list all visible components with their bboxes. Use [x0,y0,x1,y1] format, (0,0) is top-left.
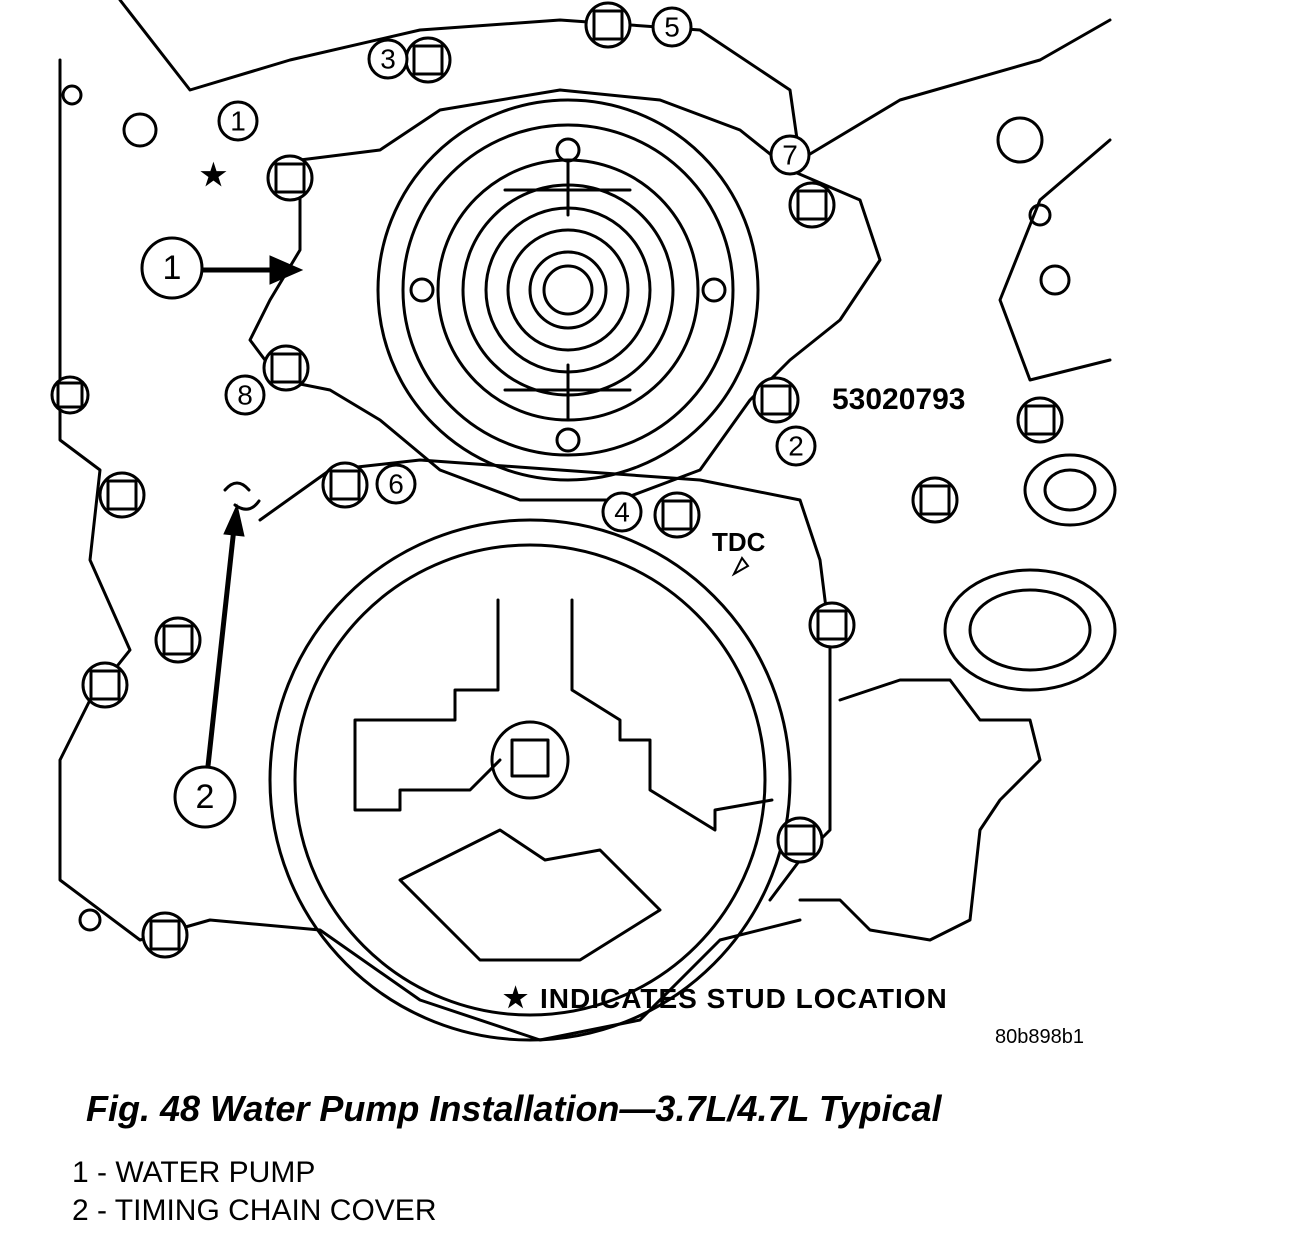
bolt [776,816,824,864]
timing-cover-outline [258,458,832,902]
bolt [752,376,800,424]
timing-cover-arrow [205,527,237,767]
water-pump-arrowhead [269,255,304,285]
callout-circle-bolt-5 [651,6,693,48]
bolt [321,461,369,509]
bolt [154,616,202,664]
callout-bolt-2: 2 [788,431,804,462]
mount-hole [1039,264,1071,296]
callout-circle-timing-cover [173,765,237,829]
image-code-label: 80b898b1 [995,1026,1084,1048]
callout-circle-bolt-8 [224,374,266,416]
legend-item-timing-chain-cover: 2 - TIMING CHAIN COVER [72,1194,437,1227]
callout-timing-cover: 2 [196,778,215,816]
bolt [141,911,189,959]
timing-cover-arrowhead [223,503,245,537]
mount-hole [996,116,1044,164]
callout-bolt-3: 3 [380,44,396,75]
tdc-label: TDC [712,527,766,557]
callout-bolt-6: 6 [388,469,404,500]
callout-circle-bolt-3 [367,38,409,80]
mount-hole [1028,203,1052,227]
figure-caption: Fig. 48 Water Pump Installation—3.7L/4.7… [86,1088,942,1129]
callout-circle-bolt-2 [775,425,817,467]
stud-star-marker: ★ [200,159,227,192]
cover-mark [223,481,261,511]
callout-circle-bolt-4 [601,491,643,533]
bolt [1016,396,1064,444]
sensor-bracket [798,678,1042,942]
part-number-label: 53020793 [832,383,965,416]
legend: 1 - WATER PUMP 2 - TIMING CHAIN COVER [72,1154,436,1230]
bolt [50,375,90,415]
legend-item-water-pump: 1 - WATER PUMP [72,1156,316,1189]
stud-note-star: ★ [503,982,528,1013]
engine-block-outline [58,0,1112,1042]
bolt [404,36,452,84]
callout-bolt-4: 4 [614,497,630,528]
callout-water-pump: 1 [163,249,182,287]
tdc-mark [731,556,750,577]
callout-circle-water-pump-mark [217,100,259,142]
water-pump-pulley [376,98,760,482]
callout-bolt-7: 7 [782,140,798,171]
bolt [81,661,129,709]
bolt [788,181,836,229]
callout-circle-water-pump [140,236,204,300]
mount-hole [122,112,158,148]
bolt [262,344,310,392]
mount-hole [78,908,102,932]
callout-bolt-5: 5 [664,12,680,43]
water-pump-diagram: ★ 1 1 2 2 3 4 5 6 7 8 53020793 TDC ★ IND… [50,0,1117,1048]
bolt [584,1,632,49]
mount-hole [61,84,83,106]
stud-note-label: INDICATES STUD LOCATION [540,983,948,1014]
bolt [98,471,146,519]
callout-circle-bolt-6 [375,463,417,505]
bolt [266,154,314,202]
crankshaft-damper [268,518,792,1042]
bolt [911,476,959,524]
bolt [653,491,701,539]
idler-pulley [943,453,1117,692]
callout-water-pump-mark: 1 [230,106,246,137]
callout-bolt-8: 8 [237,380,253,411]
bolt [808,601,856,649]
callout-circle-bolt-7 [769,134,811,176]
